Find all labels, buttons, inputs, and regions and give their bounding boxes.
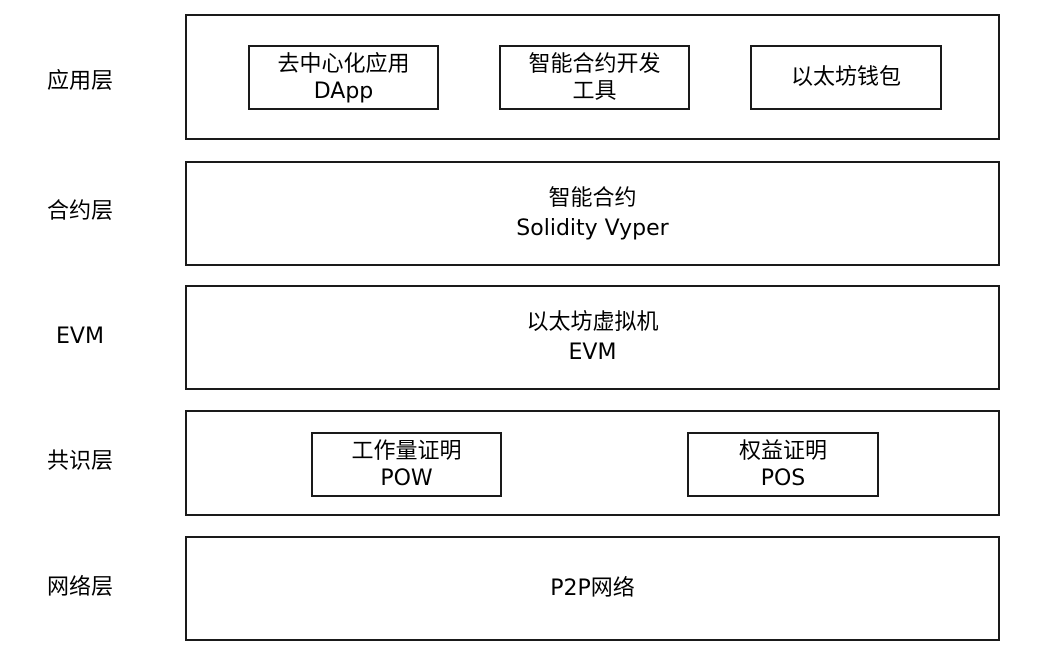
consensus-layer-box: 工作量证明 POW 权益证明 POS bbox=[185, 410, 1000, 516]
ethereum-wallet-title: 以太坊钱包 bbox=[790, 65, 901, 90]
evm-layer-box: 以太坊虚拟机 EVM bbox=[185, 285, 1000, 390]
dapp-title: 去中心化应用 bbox=[277, 51, 410, 77]
layer-label-consensus: 共识层 bbox=[46, 449, 113, 474]
network-layer-box: P2P网络 bbox=[185, 536, 1000, 641]
smart-contract-title: 智能合约 bbox=[548, 185, 637, 211]
pow-title: 工作量证明 bbox=[351, 438, 462, 464]
contract-layer-content: 智能合约 Solidity Vyper bbox=[187, 163, 998, 264]
pos-box: 权益证明 POS bbox=[687, 432, 879, 497]
pos-title: 权益证明 bbox=[738, 438, 827, 464]
contract-dev-tools-title: 智能合约开发 bbox=[528, 51, 661, 77]
evm-subtitle: EVM bbox=[568, 339, 617, 365]
p2p-network-title: P2P网络 bbox=[550, 575, 635, 601]
dapp-box: 去中心化应用 DApp bbox=[248, 45, 439, 110]
layer-label-contract: 合约层 bbox=[46, 199, 113, 224]
layer-label-evm: EVM bbox=[56, 324, 104, 349]
application-layer-box: 去中心化应用 DApp 智能合约开发 工具 以太坊钱包 bbox=[185, 14, 1000, 140]
dapp-subtitle: DApp bbox=[313, 78, 374, 104]
layer-label-application: 应用层 bbox=[46, 69, 113, 94]
evm-title: 以太坊虚拟机 bbox=[526, 309, 659, 335]
evm-layer-content: 以太坊虚拟机 EVM bbox=[187, 287, 998, 388]
layer-label-network: 网络层 bbox=[46, 575, 113, 600]
pos-subtitle: POS bbox=[760, 465, 806, 491]
pow-box: 工作量证明 POW bbox=[311, 432, 502, 497]
network-layer-content: P2P网络 bbox=[187, 538, 998, 639]
contract-dev-tools-box: 智能合约开发 工具 bbox=[499, 45, 690, 110]
ethereum-wallet-box: 以太坊钱包 bbox=[750, 45, 942, 110]
pow-subtitle: POW bbox=[380, 465, 433, 491]
contract-layer-box: 智能合约 Solidity Vyper bbox=[185, 161, 1000, 266]
smart-contract-languages: Solidity Vyper bbox=[516, 215, 669, 241]
contract-dev-tools-subtitle: 工具 bbox=[572, 78, 617, 104]
